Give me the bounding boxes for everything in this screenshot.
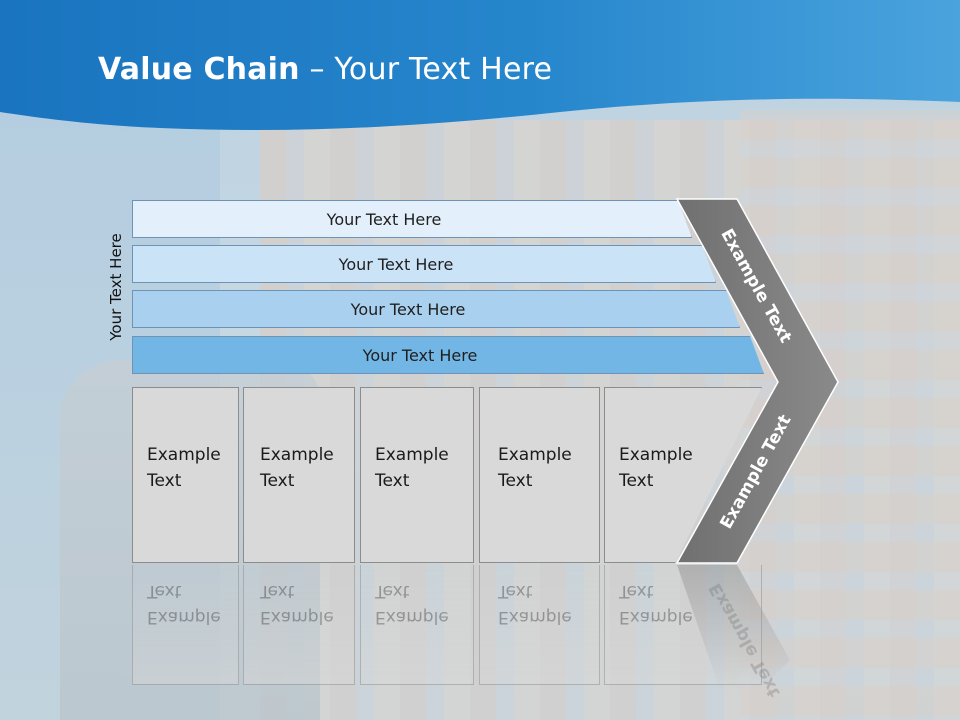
value-bar-3-label: Your Text Here bbox=[350, 299, 466, 319]
value-bar-1-label: Your Text Here bbox=[326, 209, 442, 229]
example-box-3: Example Text bbox=[360, 387, 474, 563]
value-bar-2: Your Text Here bbox=[132, 245, 716, 283]
reflection-box-5: Example Text bbox=[604, 565, 762, 685]
reflection-box-2-line2: Text bbox=[260, 581, 295, 601]
example-box-5-line2: Text bbox=[619, 471, 654, 491]
value-bar-4: Your Text Here bbox=[132, 336, 764, 374]
reflection-box-5-line2: Text bbox=[619, 581, 654, 601]
value-bar-1: Your Text Here bbox=[132, 200, 692, 238]
example-box-2: Example Text bbox=[243, 387, 355, 563]
reflection-box-4-line2: Text bbox=[498, 581, 533, 601]
example-box-3-line1: Example bbox=[375, 445, 449, 465]
example-box-2-line2: Text bbox=[260, 471, 295, 491]
example-box-5-line1: Example bbox=[619, 445, 693, 465]
example-box-4-line2: Text bbox=[498, 471, 533, 491]
reflection-box-1-line2: Text bbox=[147, 581, 182, 601]
reflection-box-1: Example Text bbox=[132, 565, 239, 685]
title-bold: Value Chain bbox=[98, 52, 300, 87]
header-wave bbox=[0, 0, 960, 131]
value-bar-4-label: Your Text Here bbox=[362, 345, 478, 365]
reflection-box-4: Example Text bbox=[479, 565, 600, 685]
example-box-4-line1: Example bbox=[498, 445, 572, 465]
reflection-box-1-line1: Example bbox=[147, 607, 221, 627]
value-bar-2-label: Your Text Here bbox=[338, 254, 454, 274]
title-rest: – Your Text Here bbox=[299, 52, 553, 87]
reflection-box-3-line1: Example bbox=[375, 607, 449, 627]
slide-title: Value Chain – Your Text Here bbox=[98, 52, 552, 87]
reflection-box-5-line1: Example bbox=[619, 607, 693, 627]
example-box-1: Example Text bbox=[132, 387, 239, 563]
example-box-3-line2: Text bbox=[375, 471, 410, 491]
value-bar-3: Your Text Here bbox=[132, 290, 740, 328]
example-box-1-line1: Example bbox=[147, 445, 221, 465]
reflection-box-2-line1: Example bbox=[260, 607, 334, 627]
reflection-box-3-line2: Text bbox=[375, 581, 410, 601]
example-box-1-line2: Text bbox=[147, 471, 182, 491]
example-box-4: Example Text bbox=[479, 387, 600, 563]
reflection-box-3: Example Text bbox=[360, 565, 474, 685]
side-label: Your Text Here bbox=[107, 233, 125, 341]
reflection-box-2: Example Text bbox=[243, 565, 355, 685]
example-box-2-line1: Example bbox=[260, 445, 334, 465]
reflection-box-4-line1: Example bbox=[498, 607, 572, 627]
